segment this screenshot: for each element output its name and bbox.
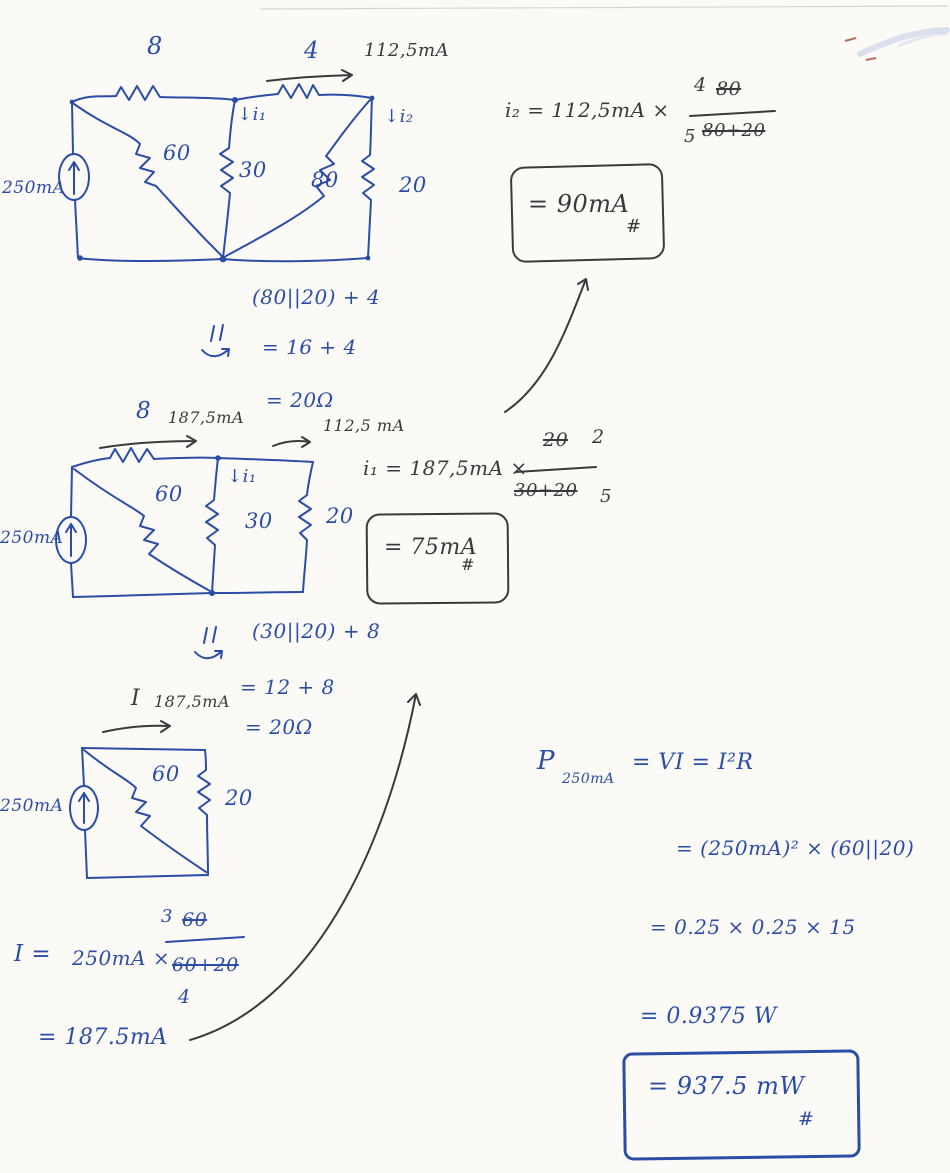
current-source-circle (58, 153, 90, 201)
mid-r20-label: 20 (326, 504, 354, 528)
power-line3: = 0.25 × 0.25 × 15 (650, 915, 856, 939)
reduce1-line3: = 20Ω (266, 388, 334, 412)
mid-r60-label: 60 (155, 482, 183, 506)
top-r30-label: 30 (239, 158, 267, 182)
top-r60-label: 60 (163, 141, 191, 165)
mid-in-current-label: 187,5mA (168, 408, 245, 427)
mid-i1-arrow-label: ↓i₁ (227, 466, 257, 487)
curved-arrow-from-187mA (189, 693, 421, 1041)
answer-box-937mW (622, 1049, 861, 1161)
wire-resistor-60-diagonal (73, 468, 211, 592)
wire-resistor-20 (361, 97, 375, 259)
I-equation-lhs: I = (14, 941, 52, 967)
I-current-arrow (102, 720, 171, 733)
current-source-circle (69, 785, 99, 831)
reduce1-line1: (80||20) + 4 (252, 285, 381, 309)
bottom-circuit-sketch (69, 720, 211, 879)
i2-hash-mark: # (626, 216, 642, 237)
left-wire (70, 466, 74, 598)
bot-I-symbol: I (131, 686, 141, 711)
top-r8-label: 8 (147, 32, 163, 60)
left-wire (71, 101, 79, 259)
wire-resistor-20 (298, 461, 314, 593)
i1-hash-mark: # (461, 555, 475, 574)
i2-fraction-bar (689, 110, 776, 117)
i1-result: = 75mA (384, 535, 478, 560)
wire-resistor-80-diagonal (225, 99, 371, 257)
top-source-label: 250mA (2, 178, 66, 198)
bot-r20-label: 20 (225, 786, 253, 810)
i1-equation-lhs: i₁ = 187,5mA × (363, 456, 528, 480)
scan-artifacts (259, 5, 950, 61)
curved-arrow-to-90mA (504, 278, 589, 413)
wire-resistor-60-diagonal (73, 103, 223, 257)
current-source-arrow (68, 161, 80, 195)
wire-resistor-60-diagonal (83, 749, 207, 873)
top-current-arrow (266, 69, 353, 82)
I-fraction-bar (165, 936, 245, 943)
mid-source-label: 250mA (0, 528, 64, 548)
i2-num-old-struck: 80 (716, 78, 742, 100)
i2-result: = 90mA (528, 190, 630, 218)
top-r4-label: 4 (304, 38, 320, 64)
wire-resistor-30 (219, 99, 236, 259)
i1-fraction-bar (515, 466, 597, 473)
power-result: = 937.5 mW (648, 1072, 805, 1100)
out-current-arrow (272, 436, 311, 448)
power-P-symbol: P (537, 746, 555, 776)
wire-resistor-8 (71, 85, 236, 103)
top-r20-label: 20 (399, 173, 427, 197)
top-i2-arrow-label: ↓i₂ (384, 106, 414, 127)
power-hash-mark: # (798, 1108, 815, 1130)
I-num-new: 3 (161, 906, 173, 927)
top-out-current-label: 112,5mA (364, 40, 450, 61)
in-current-arrow (99, 435, 197, 449)
i1-num-new: 2 (592, 426, 605, 448)
i1-num-old-struck: 20 (543, 429, 569, 451)
I-den-old-struck: 60+20 (172, 954, 239, 976)
power-line1: = VI = I²R (632, 750, 754, 775)
i2-equation-lhs: i₂ = 112,5mA × (505, 98, 670, 122)
i1-den-new: 5 (600, 486, 612, 507)
bottom-wire (72, 591, 304, 598)
I-num-old-struck: 60 (182, 909, 208, 931)
current-source-circle (55, 516, 87, 564)
bot-current-value: 187,5mA (154, 692, 231, 711)
wire-resistor-30 (205, 457, 219, 594)
wire-resistor-8 (71, 447, 314, 468)
reduce2-line2: = 12 + 8 (240, 675, 335, 699)
wire-resistor-4 (234, 83, 373, 101)
i1-den-old-struck: 30+20 (514, 480, 578, 501)
left-wire (81, 747, 88, 879)
power-line2: = (250mA)² × (60||20) (676, 836, 915, 860)
wire-resistor-20 (197, 749, 211, 876)
reduce2-line3: = 20Ω (245, 715, 313, 739)
top-r80-label: 80 (311, 168, 339, 192)
i2-den-new: 5 (684, 126, 696, 147)
mid-r30-label: 30 (245, 509, 273, 533)
bottom-wire (86, 874, 209, 879)
mid-out-current-label: 112,5 mA (323, 416, 405, 435)
i2-num-new: 4 (694, 74, 707, 96)
I-den-new: 4 (178, 986, 191, 1008)
implies-symbol-1 (201, 324, 230, 358)
top-circuit-sketch (58, 69, 375, 263)
mid-r8-label: 8 (136, 398, 152, 424)
current-source-arrow (78, 792, 90, 824)
bot-r60-label: 60 (152, 762, 180, 786)
current-source-arrow (65, 523, 77, 557)
middle-circuit-sketch (55, 435, 314, 598)
reduce2-line1: (30||20) + 8 (252, 619, 381, 643)
reduce1-line2: = 16 + 4 (262, 335, 357, 359)
power-line4: = 0.9375 W (640, 1004, 778, 1029)
power-P-subscript: 250mA (562, 771, 615, 787)
bot-source-label: 250mA (0, 796, 64, 816)
top-i1-arrow-label: ↓i₁ (237, 104, 267, 125)
I-result: = 187.5mA (38, 1025, 168, 1050)
i2-den-old-struck: 80+20 (702, 120, 766, 141)
implies-symbol-2 (194, 626, 223, 660)
I-equation-rhs: 250mA × (72, 946, 171, 970)
top-wire (81, 747, 206, 751)
